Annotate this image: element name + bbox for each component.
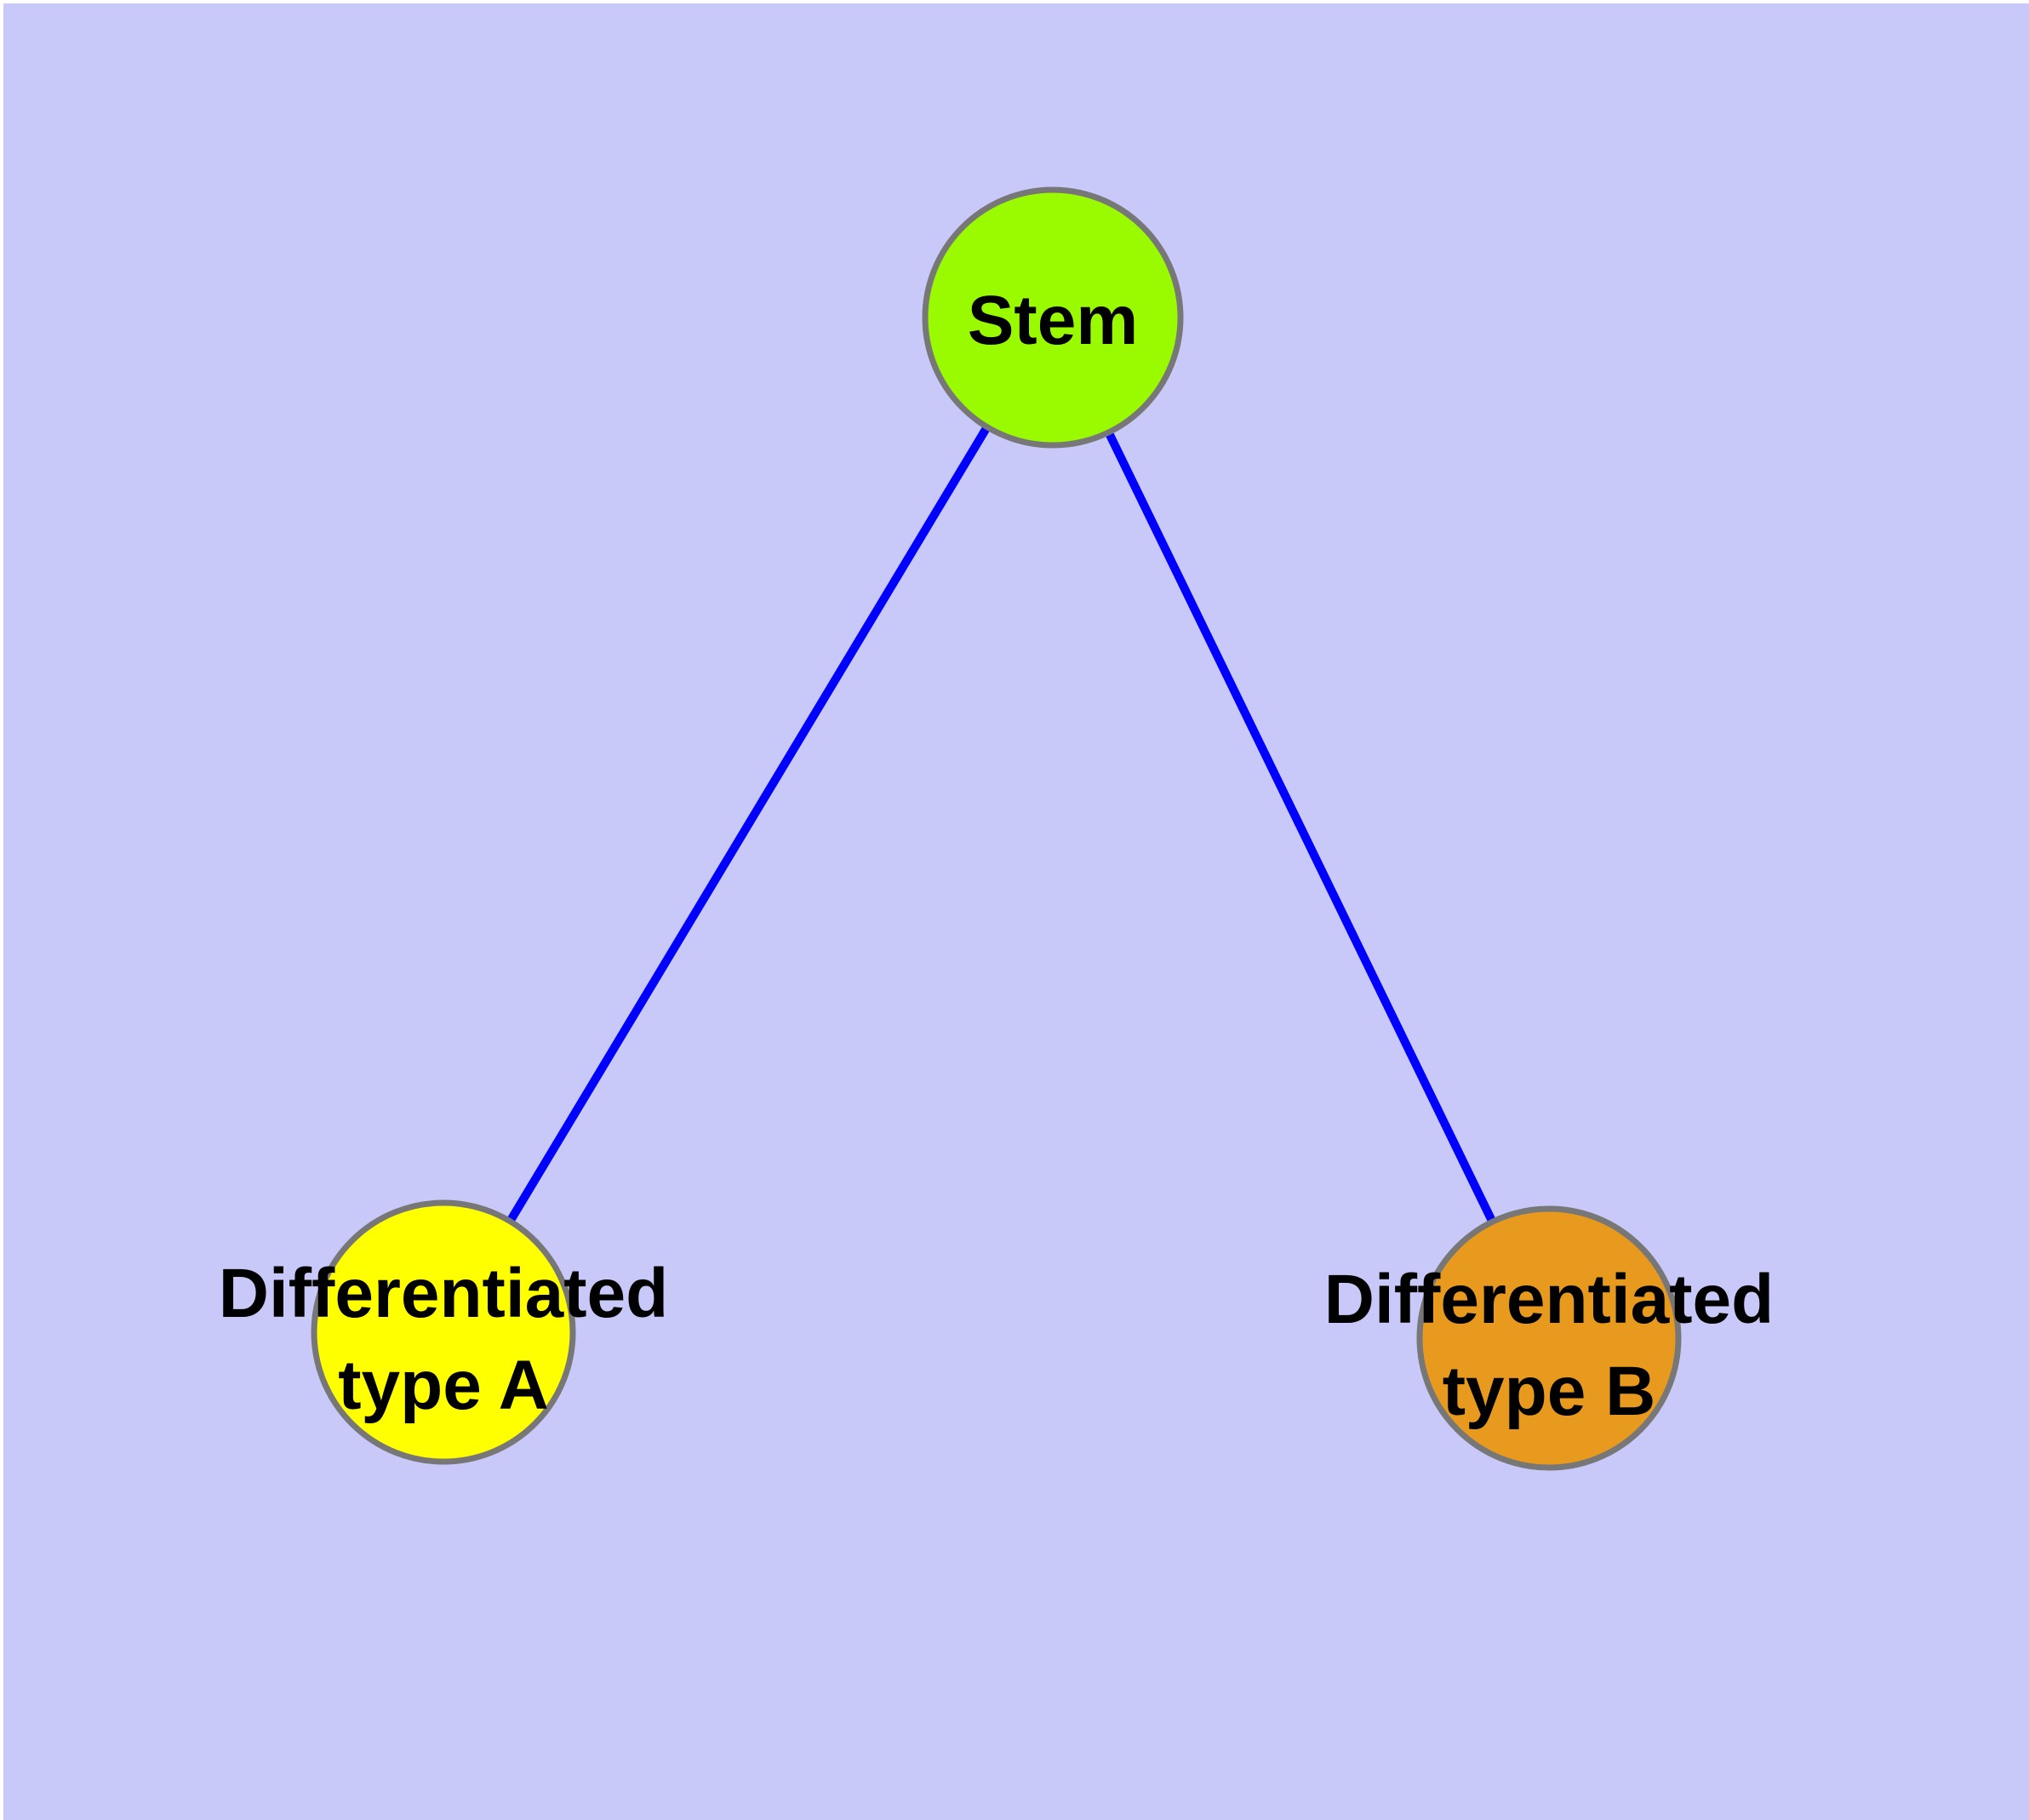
edges-layer xyxy=(439,315,1553,1341)
node-stem-label: Stem xyxy=(968,282,1139,359)
edge-stem-to-differentiated-type-a xyxy=(439,315,1057,1335)
node-differentiated-type-a-label: Differentiated type A xyxy=(219,1255,669,1424)
node-differentiated-type-b-label-line-1: Differentiated xyxy=(1324,1261,1775,1338)
node-differentiated-type-b-label-line-2: type B xyxy=(1443,1353,1656,1430)
node-stem-label-line-1: Stem xyxy=(968,282,1139,359)
node-differentiated-type-a-label-line-1: Differentiated xyxy=(219,1255,669,1332)
node-differentiated-type-b-circle xyxy=(1416,1205,1682,1471)
edge-stem-to-differentiated-type-b xyxy=(1049,315,1553,1341)
node-stem-circle xyxy=(922,186,1184,449)
nodes-layer xyxy=(311,186,1682,1471)
node-differentiated-type-a-label-line-2: type A xyxy=(338,1347,549,1424)
node-differentiated-type-a-circle xyxy=(311,1199,576,1465)
node-differentiated-type-b-label: Differentiated type B xyxy=(1324,1261,1775,1430)
